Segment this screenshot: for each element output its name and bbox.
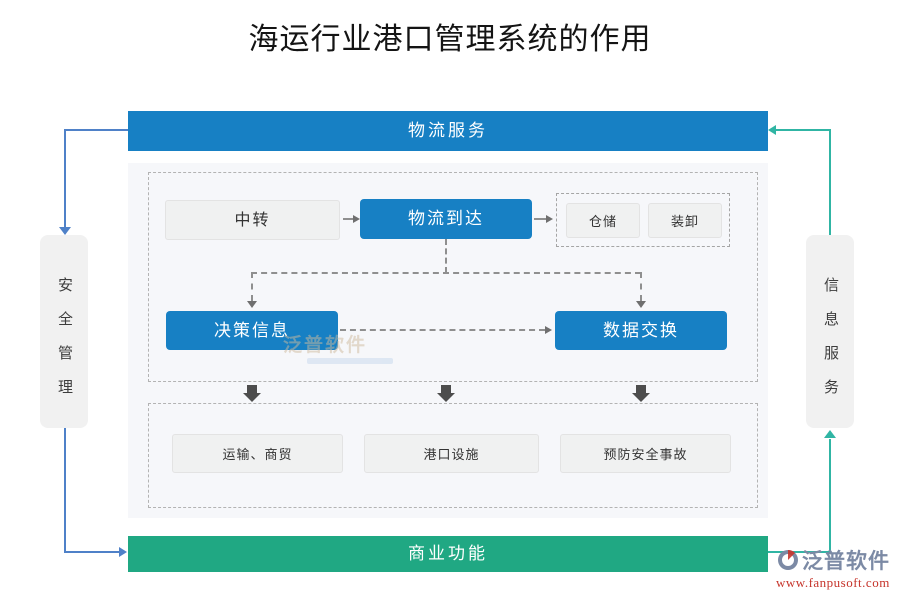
node-decision-info: 决策信息 [166, 311, 338, 350]
node-data-exchange: 数据交换 [555, 311, 727, 350]
arrow-arrival-to-group-head [546, 215, 553, 223]
node-logistics-arrival: 物流到达 [360, 199, 532, 239]
connector-teal-bottom-horizontal [768, 551, 831, 553]
node-port-facilities: 港口设施 [364, 434, 539, 473]
fanpu-footer-logo: 泛普软件 www.fanpusoft.com [776, 545, 898, 591]
arrow-decision-to-exchange-line [340, 329, 545, 331]
arrow-into-decision-head [247, 301, 257, 308]
node-transit: 中转 [165, 200, 340, 240]
side-box-safety-management: 安全管理 [40, 235, 88, 428]
arrow-transit-to-arrival-head [353, 215, 360, 223]
connector-teal-arrow-into-banner [768, 125, 776, 135]
thick-down-arrow-middle [437, 385, 455, 402]
fanpu-brand-text: 泛普软件 [802, 550, 890, 573]
node-transport-trade: 运输、商贸 [172, 434, 343, 473]
node-warehouse: 仓储 [566, 203, 640, 238]
connector-blue-arrow-into-safety [59, 227, 71, 235]
thick-down-arrow-right [632, 385, 650, 402]
connector-to-decision [251, 272, 253, 301]
connector-blue-arrow-into-banner [119, 547, 127, 557]
node-prevent-accidents: 预防安全事故 [560, 434, 731, 473]
thick-down-arrow-left [243, 385, 261, 402]
connector-teal-bottom-vertical [829, 439, 831, 553]
fanpu-logo-icon [776, 548, 800, 572]
warehouse-group [556, 193, 730, 247]
arrow-decision-to-exchange-head [545, 326, 552, 334]
page-title: 海运行业港口管理系统的作用 [248, 23, 652, 56]
fanpu-site-url: www.fanpusoft.com [776, 575, 890, 590]
connector-horizontal [251, 272, 641, 274]
banner-business-functions: 商业功能 [128, 536, 768, 572]
side-box-information-service: 信息服务 [806, 235, 854, 428]
banner-logistics-service: 物流服务 [128, 111, 768, 151]
upper-dashed-container [148, 172, 758, 382]
arrow-arrival-to-group-line [534, 218, 546, 220]
connector-blue-bottom-horizontal [64, 551, 120, 553]
connector-blue-top-horizontal [64, 129, 128, 131]
connector-blue-bottom-vertical [64, 428, 66, 553]
connector-arrival-down [445, 239, 447, 273]
lower-dashed-container [148, 403, 758, 508]
connector-teal-arrow-into-info [824, 430, 836, 438]
connector-to-exchange [640, 272, 642, 301]
connector-teal-top-horizontal [776, 129, 831, 131]
arrow-into-exchange-head [636, 301, 646, 308]
connector-teal-top-vertical [829, 129, 831, 235]
node-unloading: 装卸 [648, 203, 722, 238]
arrow-transit-to-arrival-line [343, 218, 354, 220]
connector-blue-top-vertical [64, 129, 66, 228]
